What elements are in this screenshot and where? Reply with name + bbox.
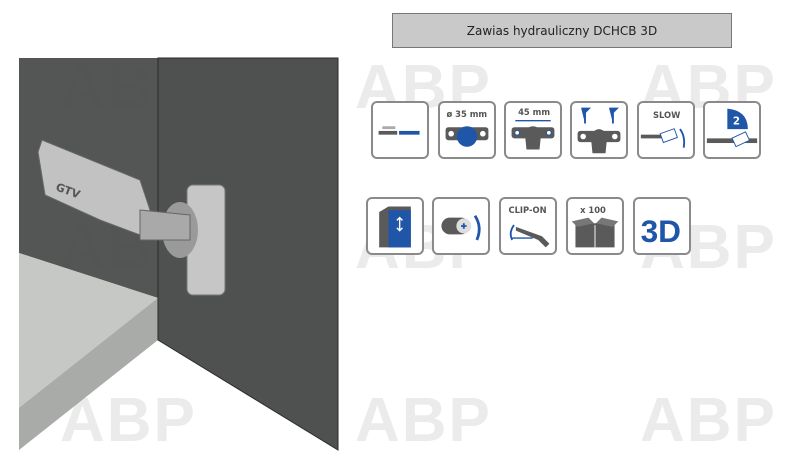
watermark: ABP: [640, 386, 777, 455]
3d-adjust-icon: 3D: [633, 197, 691, 255]
watermark: ABP: [355, 386, 492, 455]
hinge-illustration: GTV: [19, 57, 339, 451]
svg-text:x 100: x 100: [580, 205, 606, 215]
soft-close-icon: SLOW: [637, 101, 695, 159]
svg-text:ø 35 mm: ø 35 mm: [447, 109, 488, 119]
product-title: Zawias hydrauliczny DCHCB 3D: [392, 13, 732, 48]
two-step-icon: 2: [703, 101, 761, 159]
package-qty-icon: x 100: [566, 197, 624, 255]
overlay-icon: [371, 101, 429, 159]
cup-diameter-icon: ø 35 mm: [438, 101, 496, 159]
hole-spacing-icon: 45 mm: [504, 101, 562, 159]
cam-adjust-icon: [432, 197, 490, 255]
height-adjust-icon: [366, 197, 424, 255]
svg-text:45 mm: 45 mm: [518, 107, 550, 117]
svg-text:SLOW: SLOW: [653, 110, 680, 120]
svg-text:3D: 3D: [641, 213, 681, 249]
screw-mount-icon: [570, 101, 628, 159]
svg-text:CLIP-ON: CLIP-ON: [508, 205, 546, 215]
clip-on-icon: CLIP-ON: [499, 197, 557, 255]
svg-text:2: 2: [733, 115, 740, 127]
